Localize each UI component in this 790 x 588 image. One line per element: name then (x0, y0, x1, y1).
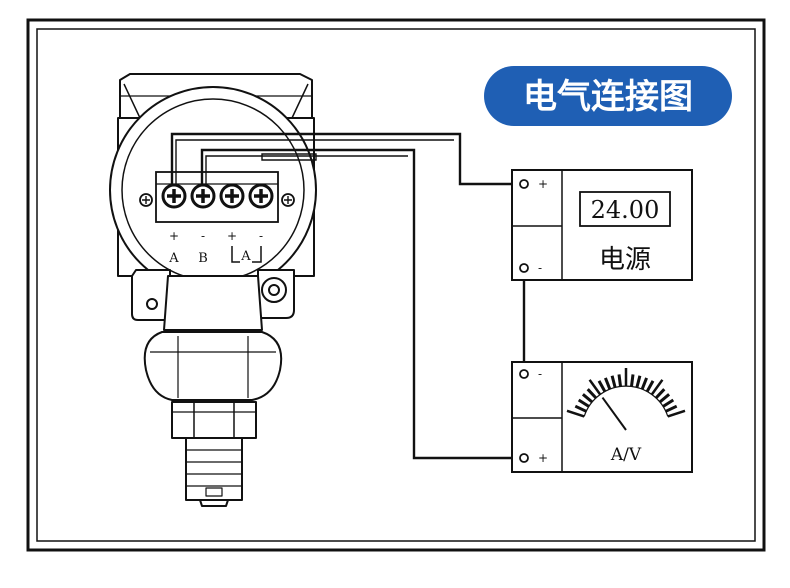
power-plus-label: + (538, 177, 548, 191)
power-minus-terminal (519, 263, 529, 273)
terminal-label-b: B (198, 251, 208, 266)
terminal-screws (161, 183, 274, 209)
meter-label: A/V (610, 445, 642, 465)
meter-gauge-icon (566, 368, 686, 431)
gauge-tick (597, 380, 607, 393)
terminal-markings: + - + - A B A (168, 229, 263, 266)
wire-meter-positive (200, 148, 520, 460)
gauge-tick (604, 377, 612, 390)
gauge-tick (574, 404, 587, 413)
power-minus-label: - (538, 261, 542, 275)
gauge-tick (566, 409, 585, 418)
terminal-4-polarity: - (259, 229, 263, 243)
diagram-frame (26, 18, 766, 552)
power-plus-terminal (519, 179, 529, 189)
terminal-screw-2 (190, 183, 216, 209)
gauge-tick (645, 380, 655, 393)
terminal-screw-4 (248, 183, 274, 209)
gauge-tick (665, 404, 678, 413)
meter-plus-label: + (538, 451, 548, 465)
terminal-screw-3 (219, 183, 245, 209)
gauge-tick (630, 374, 635, 387)
gauge-tick (577, 398, 590, 408)
wires (170, 132, 526, 460)
power-supply-label: 电源 (599, 245, 651, 275)
gauge-arc (583, 385, 669, 417)
meter-minus-label: - (538, 367, 542, 381)
gauge-tick (617, 374, 622, 387)
power-display-value: 24.00 (591, 196, 660, 224)
gauge-tick (640, 377, 648, 390)
meter-plus-terminal (519, 453, 529, 463)
terminal-label-a: A (168, 251, 179, 266)
gauge-tick (667, 409, 686, 418)
gauge-tick (658, 393, 671, 404)
power-supply: + - 24.00 电源 (511, 169, 693, 281)
wire-power-positive (170, 132, 520, 186)
gauge-tick (650, 379, 664, 396)
pressure-transmitter (109, 73, 317, 507)
gauge-needle (601, 397, 627, 431)
meter-minus-terminal (519, 369, 529, 379)
diagram-title: 电气连接图 (523, 77, 693, 117)
gauge-tick (662, 398, 675, 408)
gauge-tick (581, 393, 594, 404)
ammeter-bracket (231, 246, 262, 263)
gauge-tick (610, 375, 617, 388)
power-display (579, 191, 671, 227)
gauge-tick (635, 375, 642, 388)
terminal-label-ammeter: A (240, 249, 251, 264)
terminal-1-polarity: + (169, 229, 179, 243)
gauge-tick (588, 379, 602, 396)
meter: - + A/V (511, 361, 693, 473)
terminal-2-polarity: - (201, 229, 205, 243)
gauge-tick (655, 388, 666, 399)
ear-screw-left (146, 298, 158, 310)
terminal-screw-1 (161, 183, 187, 209)
title-badge: 电气连接图 (484, 66, 732, 126)
gauge-tick (586, 388, 597, 399)
terminal-3-polarity: + (227, 229, 237, 243)
